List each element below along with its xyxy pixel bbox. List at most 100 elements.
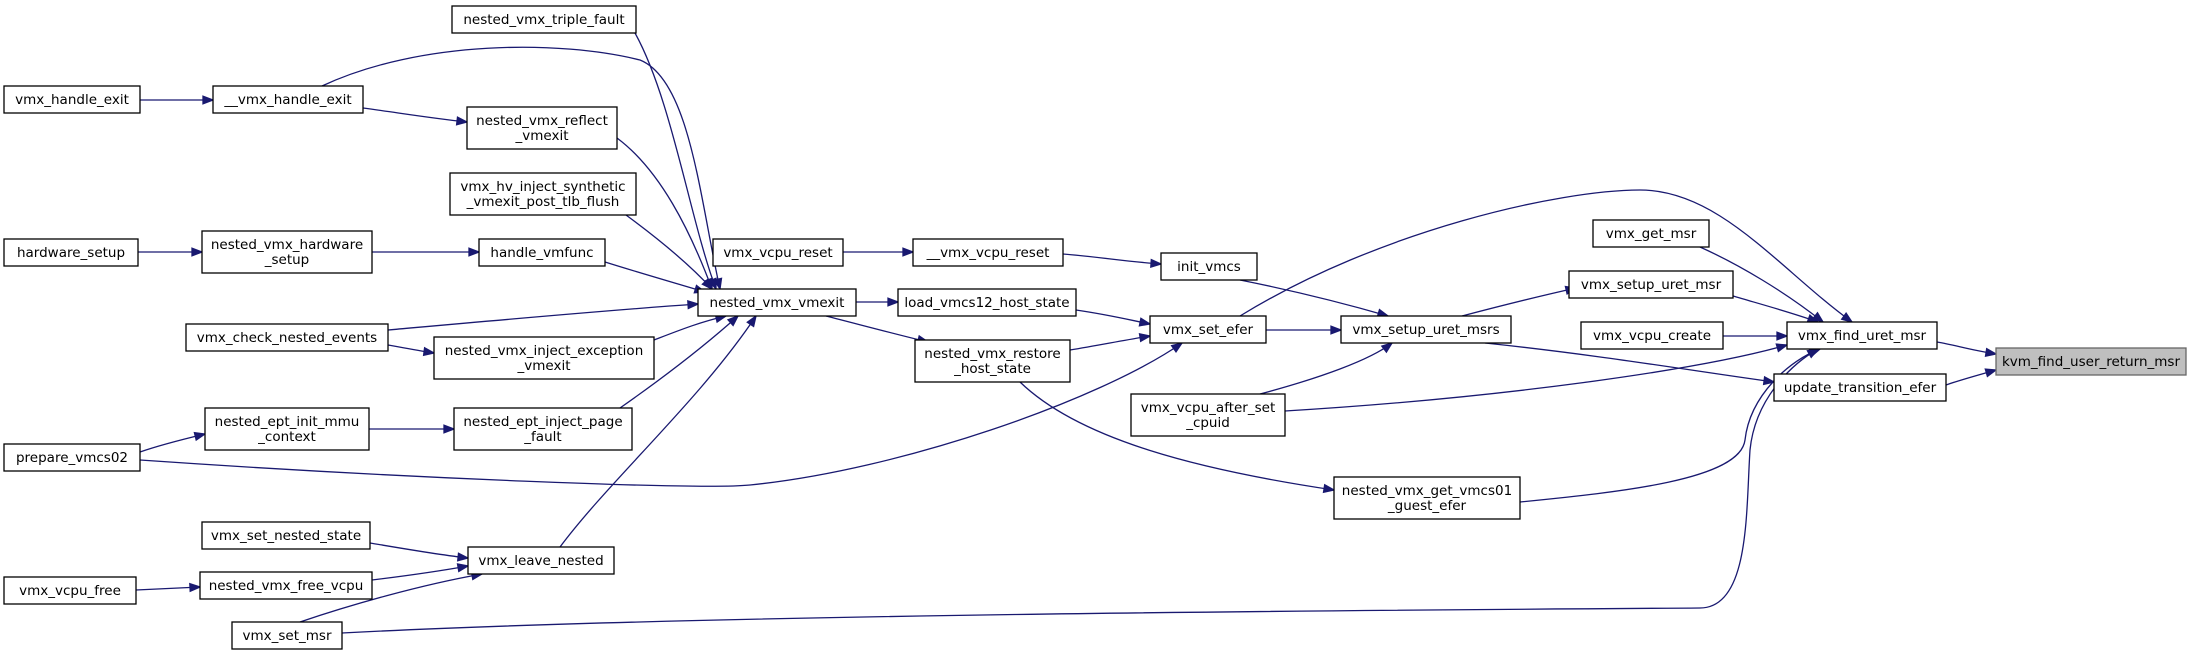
- node-box: [1580, 321, 1724, 350]
- node-box: [1160, 252, 1258, 281]
- node-nested-vmx-triple-fault[interactable]: nested_vmx_triple_fault: [451, 5, 637, 34]
- node-box: [3, 238, 139, 267]
- node-label: nested_vmx_restore: [924, 346, 1060, 362]
- call-edge-vmx_hv_inject_synthetic_vmexit_post_tlb_flush-to-nested_vmx_vmexit: [625, 214, 714, 291]
- node-box: [1995, 347, 2187, 376]
- node-label: vmx_vcpu_free: [19, 583, 121, 599]
- edge-arrowhead: [422, 346, 436, 357]
- node-label: vmx_handle_exit: [15, 92, 129, 108]
- call-edge-nested_vmx_free_vcpu-to-vmx_leave_nested: [371, 563, 470, 581]
- edge-line: [1284, 344, 1788, 412]
- node-label: vmx_leave_nested: [478, 553, 603, 569]
- node-label: nested_vmx_free_vcpu: [209, 578, 364, 594]
- node-vmx-vcpu-free[interactable]: vmx_vcpu_free: [3, 576, 137, 605]
- node-vmx-vcpu-after-set-cpuid[interactable]: vmx_vcpu_after_set_cpuid: [1130, 393, 1286, 437]
- node-label: _host_state: [953, 361, 1031, 377]
- node-nested-vmx-get-vmcs01-guest-efer[interactable]: nested_vmx_get_vmcs01_guest_efer: [1333, 476, 1521, 520]
- edge-arrowhead: [455, 116, 469, 126]
- node-box: [3, 85, 141, 114]
- edge-arrowhead: [1170, 341, 1184, 353]
- call-edge-nested_vmx_restore_host_state-to-vmx_set_efer: [1069, 332, 1152, 351]
- node-label: _context: [257, 429, 316, 445]
- node-nested-vmx-free-vcpu[interactable]: nested_vmx_free_vcpu: [199, 571, 373, 600]
- node-vmx-handle-exit[interactable]: vmx_handle_exit: [3, 85, 141, 114]
- edge-arrowhead: [1380, 341, 1394, 354]
- node-nested-vmx-inject-exception-vmexit[interactable]: nested_vmx_inject_exception_vmexit: [433, 336, 655, 380]
- node-nested-vmx-restore-host-state[interactable]: nested_vmx_restore_host_state: [914, 339, 1071, 383]
- node-label: nested_vmx_vmexit: [710, 295, 845, 311]
- node-box: [478, 238, 606, 267]
- node-nested-ept-inject-page-fault[interactable]: nested_ept_inject_page_fault: [453, 407, 633, 451]
- edge-arrowhead: [1138, 332, 1152, 343]
- node-vmx-hv-inject-synthetic-vmexit-post-tlb-flush[interactable]: vmx_hv_inject_synthetic_vmexit_post_tlb_…: [449, 172, 637, 216]
- edge-arrowhead: [468, 247, 481, 257]
- edge-arrowhead: [887, 297, 900, 307]
- node-nested-ept-init-mmu-context[interactable]: nested_ept_init_mmu_context: [204, 407, 370, 451]
- node-vmx-vcpu-reset[interactable]: vmx_vcpu_reset: [712, 238, 844, 267]
- node-label: handle_vmfunc: [490, 245, 593, 261]
- call-edge-nested_vmx_get_vmcs01_guest_efer-to-vmx_find_uret_msr: [1519, 348, 1822, 503]
- edge-arrowhead: [1811, 311, 1825, 324]
- edge-line: [321, 46, 721, 290]
- call-edge-nested_ept_inject_page_fault-to-nested_vmx_vmexit: [619, 314, 740, 409]
- edge-line: [299, 573, 483, 623]
- edge-line: [1075, 309, 1151, 325]
- node-vmx-leave-nested[interactable]: vmx_leave_nested: [467, 546, 615, 575]
- call-edge-vmx_setup_uret_msrs-to-update_transition_efer: [1484, 342, 1776, 386]
- node-label: nested_vmx_triple_fault: [463, 12, 624, 28]
- node-vmx-set-nested-state[interactable]: vmx_set_nested_state: [201, 521, 371, 550]
- node-vmx-handle-exit[interactable]: __vmx_handle_exit: [212, 85, 364, 114]
- edge-line: [1062, 253, 1162, 265]
- call-edge-vmx_vcpu_free-to-nested_vmx_free_vcpu: [135, 582, 202, 593]
- node-label: __vmx_vcpu_reset: [926, 245, 1050, 261]
- node-kvm-find-user-return-msr[interactable]: kvm_find_user_return_msr: [1995, 347, 2187, 376]
- call-edge-load_vmcs12_host_state-to-vmx_set_efer: [1075, 309, 1152, 327]
- node-box: [1773, 373, 1947, 402]
- node-box: [1592, 219, 1710, 248]
- node-box: [453, 407, 633, 451]
- node-nested-vmx-hardware-setup[interactable]: nested_vmx_hardware_setup: [201, 230, 373, 274]
- node-init-vmcs[interactable]: init_vmcs: [1160, 252, 1258, 281]
- node-label: vmx_vcpu_reset: [723, 245, 832, 261]
- edge-line: [362, 107, 468, 123]
- edge-arrowhead: [1984, 347, 1998, 358]
- edge-line: [387, 303, 699, 331]
- edge-line: [1461, 287, 1577, 317]
- node-vmx-vcpu-reset[interactable]: __vmx_vcpu_reset: [912, 238, 1064, 267]
- node-vmx-setup-uret-msr[interactable]: vmx_setup_uret_msr: [1568, 270, 1734, 299]
- node-hardware-setup[interactable]: hardware_setup: [3, 238, 139, 267]
- edge-arrowhead: [1322, 483, 1336, 494]
- node-update-transition-efer[interactable]: update_transition_efer: [1773, 373, 1947, 402]
- node-vmx-vcpu-create[interactable]: vmx_vcpu_create: [1580, 321, 1724, 350]
- edge-line: [371, 565, 469, 581]
- call-edge-__vmx_handle_exit-to-nested_vmx_reflect_vmexit: [362, 107, 469, 126]
- node-vmx-set-msr[interactable]: vmx_set_msr: [231, 621, 343, 650]
- edge-line: [634, 32, 717, 290]
- edge-line: [1699, 246, 1824, 323]
- node-box: [1340, 315, 1512, 344]
- node-label: hardware_setup: [17, 245, 125, 261]
- node-nested-vmx-reflect-vmexit[interactable]: nested_vmx_reflect_vmexit: [466, 106, 618, 150]
- node-handle-vmfunc[interactable]: handle_vmfunc: [478, 238, 606, 267]
- edge-line: [1069, 335, 1151, 351]
- node-box: [1786, 321, 1938, 350]
- edge-arrowhead: [701, 277, 714, 291]
- edge-arrowhead: [1984, 368, 1998, 378]
- node-prepare-vmcs02[interactable]: prepare_vmcs02: [3, 443, 141, 472]
- node-vmx-set-efer[interactable]: vmx_set_efer: [1149, 315, 1267, 344]
- node-vmx-find-uret-msr[interactable]: vmx_find_uret_msr: [1786, 321, 1938, 350]
- node-label: vmx_set_msr: [243, 628, 332, 644]
- edge-line: [559, 315, 757, 548]
- node-label: vmx_setup_uret_msr: [1581, 277, 1722, 293]
- edge-line: [1259, 342, 1393, 395]
- node-vmx-check-nested-events[interactable]: vmx_check_nested_events: [185, 323, 389, 352]
- edge-arrowhead: [1138, 317, 1152, 327]
- node-box: [185, 323, 389, 352]
- call-edge-vmx_set_efer-to-vmx_setup_uret_msrs: [1266, 325, 1343, 335]
- call-edge-vmx_vcpu_after_set_cpuid-to-vmx_setup_uret_msrs: [1259, 341, 1394, 395]
- node-nested-vmx-vmexit[interactable]: nested_vmx_vmexit: [697, 288, 857, 317]
- node-label: _guest_efer: [1387, 498, 1467, 514]
- node-load-vmcs12-host-state[interactable]: load_vmcs12_host_state: [897, 288, 1077, 317]
- node-vmx-get-msr[interactable]: vmx_get_msr: [1592, 219, 1710, 248]
- node-vmx-setup-uret-msrs[interactable]: vmx_setup_uret_msrs: [1340, 315, 1512, 344]
